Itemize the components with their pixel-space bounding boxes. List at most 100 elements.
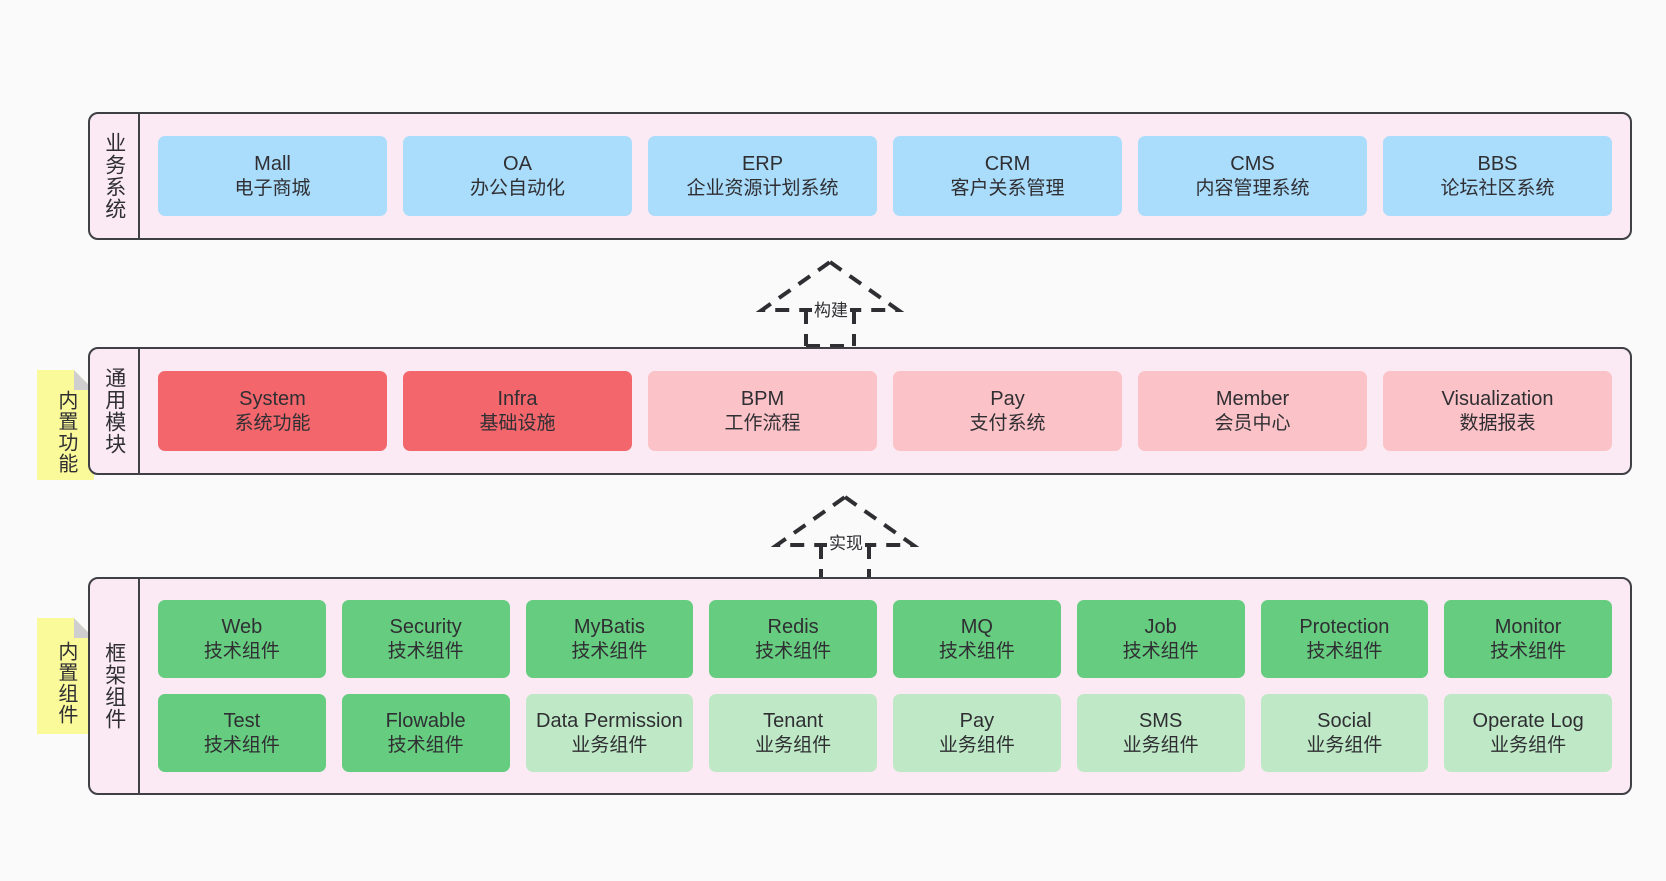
layer-common-modules-body: System 系统功能 Infra 基础设施 BPM 工作流程 Pay 支付系统… [140,349,1630,473]
card-member[interactable]: Member 会员中心 [1138,371,1367,451]
card-mall[interactable]: Mall 电子商城 [158,136,387,216]
card-title-cn: 技术组件 [203,734,280,756]
card-title-en: OA [503,153,532,176]
card-infra[interactable]: Infra 基础设施 [403,371,632,451]
card-title-cn: 技术组件 [938,640,1015,662]
card-oa[interactable]: OA 办公自动化 [403,136,632,216]
card-redis[interactable]: Redis 技术组件 [709,600,877,678]
card-title-en: Social [1317,710,1372,733]
card-title-en: MQ [960,616,993,639]
note-label: 内置功能 [54,390,77,474]
card-title-cn: 业务组件 [1122,734,1199,756]
card-test[interactable]: Test 技术组件 [158,694,326,772]
card-title-en: Monitor [1494,616,1562,639]
card-title-en: BPM [740,388,785,411]
layer-framework-components-body: Web 技术组件 Security 技术组件 MyBatis 技术组件 Redi… [140,579,1630,793]
card-bbs[interactable]: BBS 论坛社区系统 [1383,136,1612,216]
card-title-en: Protection [1299,616,1390,639]
card-crm[interactable]: CRM 客户关系管理 [893,136,1122,216]
card-sms[interactable]: SMS 业务组件 [1076,694,1245,772]
card-security[interactable]: Security 技术组件 [341,600,510,678]
card-title-cn: 企业资源计划系统 [686,177,839,199]
card-tenant[interactable]: Tenant 业务组件 [709,694,877,772]
card-title-en: Infra [497,388,538,411]
card-title-cn: 业务组件 [1490,734,1567,756]
card-row: Mall 电子商城 OA 办公自动化 ERP 企业资源计划系统 CRM 客户关系… [158,136,1612,216]
card-visualization[interactable]: Visualization 数据报表 [1383,371,1612,451]
card-protection[interactable]: Protection 技术组件 [1260,600,1429,678]
card-title-en: Redis [767,616,819,639]
layer-framework-components-title: 框架组件 [90,579,140,793]
card-social[interactable]: Social 业务组件 [1260,694,1429,772]
card-title-en: Test [223,710,261,733]
card-title-en: MyBatis [573,616,645,639]
card-title-en: Member [1215,388,1290,411]
card-title-cn: 技术组件 [755,640,832,662]
card-title-cn: 业务组件 [571,734,648,756]
card-title-en: SMS [1138,710,1183,733]
card-title-cn: 技术组件 [1306,640,1383,662]
card-title-cn: 技术组件 [387,640,464,662]
card-pay-module[interactable]: Pay 支付系统 [893,371,1122,451]
card-title-cn: 支付系统 [969,412,1046,434]
note-label: 内置组件 [54,641,77,725]
card-title-cn: 技术组件 [571,640,648,662]
card-title-en: Mall [254,153,291,176]
card-title-en: Visualization [1441,388,1554,411]
layer-common-modules-title: 通用模块 [90,349,140,473]
card-cms[interactable]: CMS 内容管理系统 [1138,136,1367,216]
layer-business-systems-body: Mall 电子商城 OA 办公自动化 ERP 企业资源计划系统 CRM 客户关系… [140,114,1630,238]
note-builtin-functions: 内置功能 [37,370,94,480]
card-title-cn: 数据报表 [1459,412,1536,434]
card-mq[interactable]: MQ 技术组件 [893,600,1061,678]
card-erp[interactable]: ERP 企业资源计划系统 [648,136,877,216]
card-data-permission[interactable]: Data Permission 业务组件 [525,694,694,772]
connector-build-label: 构建 [812,296,850,321]
card-title-cn: 电子商城 [234,177,311,199]
card-title-cn: 内容管理系统 [1195,177,1310,199]
card-row: Test 技术组件 Flowable 技术组件 Data Permission … [158,694,1612,772]
card-title-cn: 业务组件 [1306,734,1383,756]
layer-framework-components: 框架组件 Web 技术组件 Security 技术组件 MyBatis 技术组件… [88,577,1632,795]
card-web[interactable]: Web 技术组件 [158,600,326,678]
card-bpm[interactable]: BPM 工作流程 [648,371,877,451]
card-title-cn: 工作流程 [724,412,801,434]
connector-implement-label: 实现 [827,529,865,554]
card-operate-log[interactable]: Operate Log 业务组件 [1444,694,1612,772]
card-job[interactable]: Job 技术组件 [1076,600,1245,678]
card-title-en: Flowable [385,710,466,733]
card-title-en: CMS [1230,153,1275,176]
card-monitor[interactable]: Monitor 技术组件 [1444,600,1612,678]
card-title-en: Job [1144,616,1177,639]
card-title-cn: 基础设施 [479,412,556,434]
card-flowable[interactable]: Flowable 技术组件 [341,694,510,772]
card-title-cn: 论坛社区系统 [1440,177,1555,199]
card-title-cn: 技术组件 [203,640,280,662]
layer-business-systems-title: 业务系统 [90,114,140,238]
card-title-en: CRM [984,153,1031,176]
card-title-cn: 客户关系管理 [950,177,1065,199]
card-mybatis[interactable]: MyBatis 技术组件 [525,600,694,678]
card-title-en: Operate Log [1472,710,1584,733]
card-title-cn: 办公自动化 [469,177,565,199]
card-system[interactable]: System 系统功能 [158,371,387,451]
card-title-cn: 技术组件 [1490,640,1567,662]
card-title-en: System [239,388,306,411]
card-title-en: Security [389,616,462,639]
note-builtin-components: 内置组件 [37,618,94,734]
card-title-cn: 技术组件 [387,734,464,756]
card-pay-component[interactable]: Pay 业务组件 [893,694,1061,772]
card-title-en: Web [221,616,263,639]
card-title-en: Pay [959,710,995,733]
card-row: System 系统功能 Infra 基础设施 BPM 工作流程 Pay 支付系统… [158,371,1612,451]
layer-common-modules: 通用模块 System 系统功能 Infra 基础设施 BPM 工作流程 Pay… [88,347,1632,475]
layer-business-systems: 业务系统 Mall 电子商城 OA 办公自动化 ERP 企业资源计划系统 CRM… [88,112,1632,240]
card-title-en: Tenant [763,710,824,733]
card-title-cn: 业务组件 [755,734,832,756]
card-title-cn: 技术组件 [1122,640,1199,662]
card-title-cn: 系统功能 [234,412,311,434]
card-title-en: Pay [990,388,1025,411]
card-row: Web 技术组件 Security 技术组件 MyBatis 技术组件 Redi… [158,600,1612,678]
card-title-en: ERP [741,153,784,176]
